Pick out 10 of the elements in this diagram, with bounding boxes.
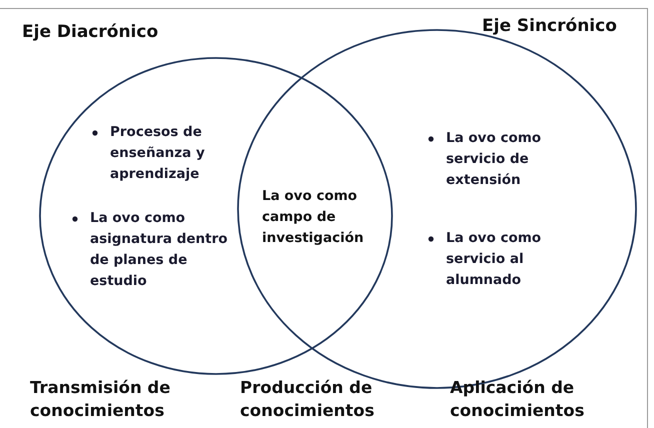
category-label: Aplicación de conocimientos xyxy=(450,377,586,422)
axis-heading: Eje Diacrónico xyxy=(22,22,158,42)
axis-heading: Eje Sincrónico xyxy=(482,16,617,36)
category-label: Transmisión de conocimientos xyxy=(30,377,172,422)
overlap-text: La ovo como campo de investigación xyxy=(262,187,365,248)
bullet-item: La ovo como asignatura dentro de planes de estudio xyxy=(90,209,229,291)
bullet-item: Procesos de enseñanza y aprendizaje xyxy=(110,123,206,184)
bullet-item: La ovo como servicio de extensión xyxy=(446,129,542,190)
bullet-item: La ovo como servicio al alumnado xyxy=(446,229,542,290)
category-label: Producción de conocimientos xyxy=(240,377,376,422)
